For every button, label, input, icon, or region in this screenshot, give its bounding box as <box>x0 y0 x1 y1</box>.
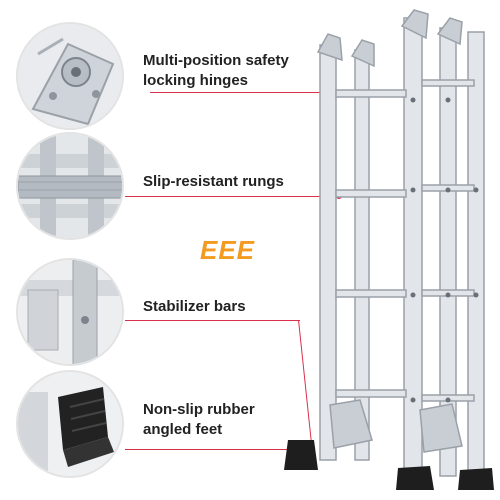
feature-label-feet-line2: angled feet <box>143 421 223 438</box>
callout-dot-hinges <box>326 89 332 95</box>
callout-line-feet <box>125 449 305 450</box>
callout-line-rungs <box>125 196 338 197</box>
feature-label-hinges: Multi-position safety locking hinges <box>143 51 289 91</box>
feature-label-hinges-line2: locking hinges <box>143 72 249 89</box>
feature-label-feet: Non-slip rubber angled feet <box>143 400 255 440</box>
feature-label-feet-line1: Non-slip rubber <box>143 401 255 418</box>
stabilizer-detail-image <box>16 258 124 366</box>
callout-dot-rungs <box>336 193 342 199</box>
callout-line-hinges <box>150 92 328 93</box>
callout-line-stabilizer <box>125 320 300 321</box>
feature-label-rungs-line1: Slip-resistant rungs <box>143 173 284 190</box>
callout-diagonal-stabilizer <box>298 319 313 448</box>
feature-label-stabilizer: Stabilizer bars <box>143 297 246 317</box>
hinge-detail-image <box>16 22 124 130</box>
feature-label-stabilizer-line1: Stabilizer bars <box>143 298 246 315</box>
feature-label-hinges-line1: Multi-position safety <box>143 52 289 69</box>
feet-detail-image <box>16 370 124 478</box>
brand-logo: EEE <box>200 235 256 265</box>
rung-detail-image <box>16 132 124 240</box>
feature-label-rungs: Slip-resistant rungs <box>143 172 284 192</box>
callout-dot-stabilizer <box>309 445 315 451</box>
